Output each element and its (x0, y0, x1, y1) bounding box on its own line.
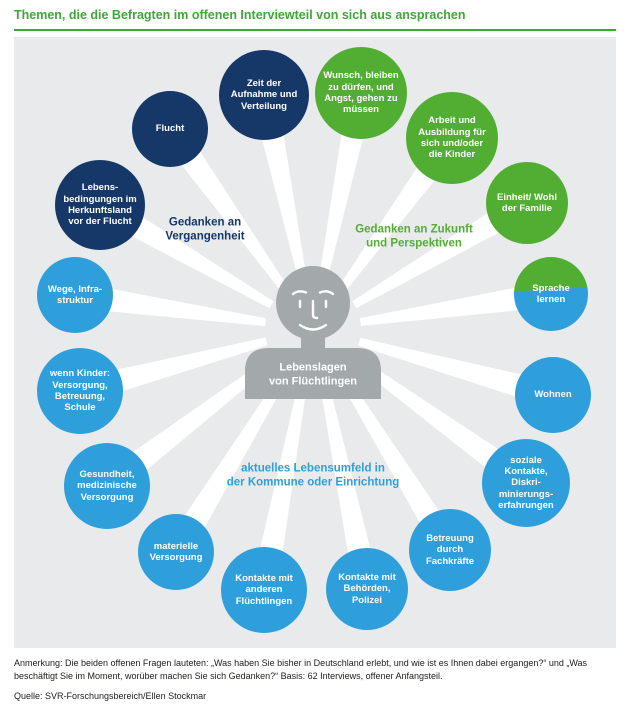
topic-label: Wege, Infra­struktur (47, 283, 103, 306)
title-rule (14, 29, 616, 31)
diagram-canvas: Zeit der Aufnahme und Verteilung Wunsch, … (14, 37, 616, 648)
topic-bubble: Arbeit und Ausbildung für sich und/oder … (406, 92, 498, 184)
topic-bubble: Kontakte mit anderen Flüchtlingen (221, 547, 307, 633)
ray (358, 337, 557, 408)
topic-label: Betreuung durch Fachkräfte (425, 532, 475, 567)
center-label: Lebenslagen von Flüchtlingen (269, 361, 357, 387)
ray (352, 191, 534, 309)
topic-bubble: Wohnen (515, 357, 591, 433)
topic-label: Kontakte mit Behörden, Polizei (338, 571, 396, 606)
topic-label: Wunsch, bleiben zu dürfen, und Angst, ge… (323, 70, 399, 116)
ray (251, 375, 309, 593)
source-text: Quelle: SVR-Forschungsbereich/Ellen Stoc… (14, 691, 207, 701)
topic-label: Gesundheit, medizinische Versorgung (77, 468, 137, 503)
topic-bubble: Sprache lernen (514, 257, 588, 331)
topic-bubble: Wege, Infra­struktur (37, 257, 113, 333)
topic-bubble: Lebens­bedingungen im Herkunfts­land vor… (55, 160, 145, 250)
topic-label: Zeit der Aufnahme und Verteilung (230, 77, 298, 112)
topic-bubble: Kontakte mit Behörden, Polizei (326, 548, 408, 630)
topic-bubble: materielle Versorgung (138, 514, 214, 590)
person-face (291, 290, 335, 331)
topic-label: materielle Versorgung (149, 540, 203, 563)
group-label-past: Gedanken an Vergangenheit (165, 216, 245, 243)
ray (349, 353, 534, 494)
group-label-present: aktuelles Lebensumfeld in der Kommune od… (226, 462, 400, 489)
topic-bubble: wenn Kinder: Versorgung, Betreuung, Schu… (37, 348, 123, 434)
person-figure (245, 266, 381, 399)
topic-label: wenn Kinder: Versorgung, Betreuung, Schu… (49, 368, 111, 414)
ray (99, 354, 278, 497)
topic-bubble: Wunsch, bleiben zu dürfen, und Angst, ge… (315, 47, 407, 139)
ray (76, 337, 268, 404)
ray (334, 367, 461, 557)
topic-bubble: Betreuung durch Fachkräfte (409, 509, 491, 591)
topic-bubble: Einheit/ Wohl der Familie (486, 162, 568, 244)
topic-label: Arbeit und Ausbildung für sich und/oder … (418, 115, 486, 161)
topic-label: Lebens­bedingungen im Herkunfts­land vor… (63, 182, 137, 228)
person-shoulders (245, 348, 381, 399)
ray (359, 281, 553, 326)
topic-label: Wohnen (534, 389, 572, 401)
topic-bubble: Zeit der Aufnahme und Verteilung (219, 50, 309, 140)
topic-bubble: Flucht (132, 91, 208, 167)
topic-label: Flucht (155, 123, 185, 135)
note-text: Anmerkung: Die beiden offenen Fragen lau… (14, 658, 588, 681)
topic-bubble: Gesundheit, medizinische Versorgung (64, 443, 150, 529)
ray (318, 375, 380, 592)
group-label-future: Gedanken an Zukunft und Perspektiven (355, 223, 473, 250)
page-title: Themen, die die Befragten im offenen Int… (14, 8, 466, 22)
ray (73, 282, 266, 327)
topic-bubble: soziale Kontakte, Diskri­minierungs­erfa… (482, 439, 570, 527)
ray (164, 367, 292, 559)
rays-layer (73, 90, 557, 593)
topic-label: Sprache lernen (532, 282, 570, 305)
ray (159, 121, 289, 293)
topic-label: soziale Kontakte, Diskri­minierungs­erfa… (498, 454, 554, 512)
topic-label: Kontakte mit anderen Flüchtlingen (235, 572, 293, 607)
topic-label: Einheit/ Wohl der Familie (497, 191, 557, 214)
